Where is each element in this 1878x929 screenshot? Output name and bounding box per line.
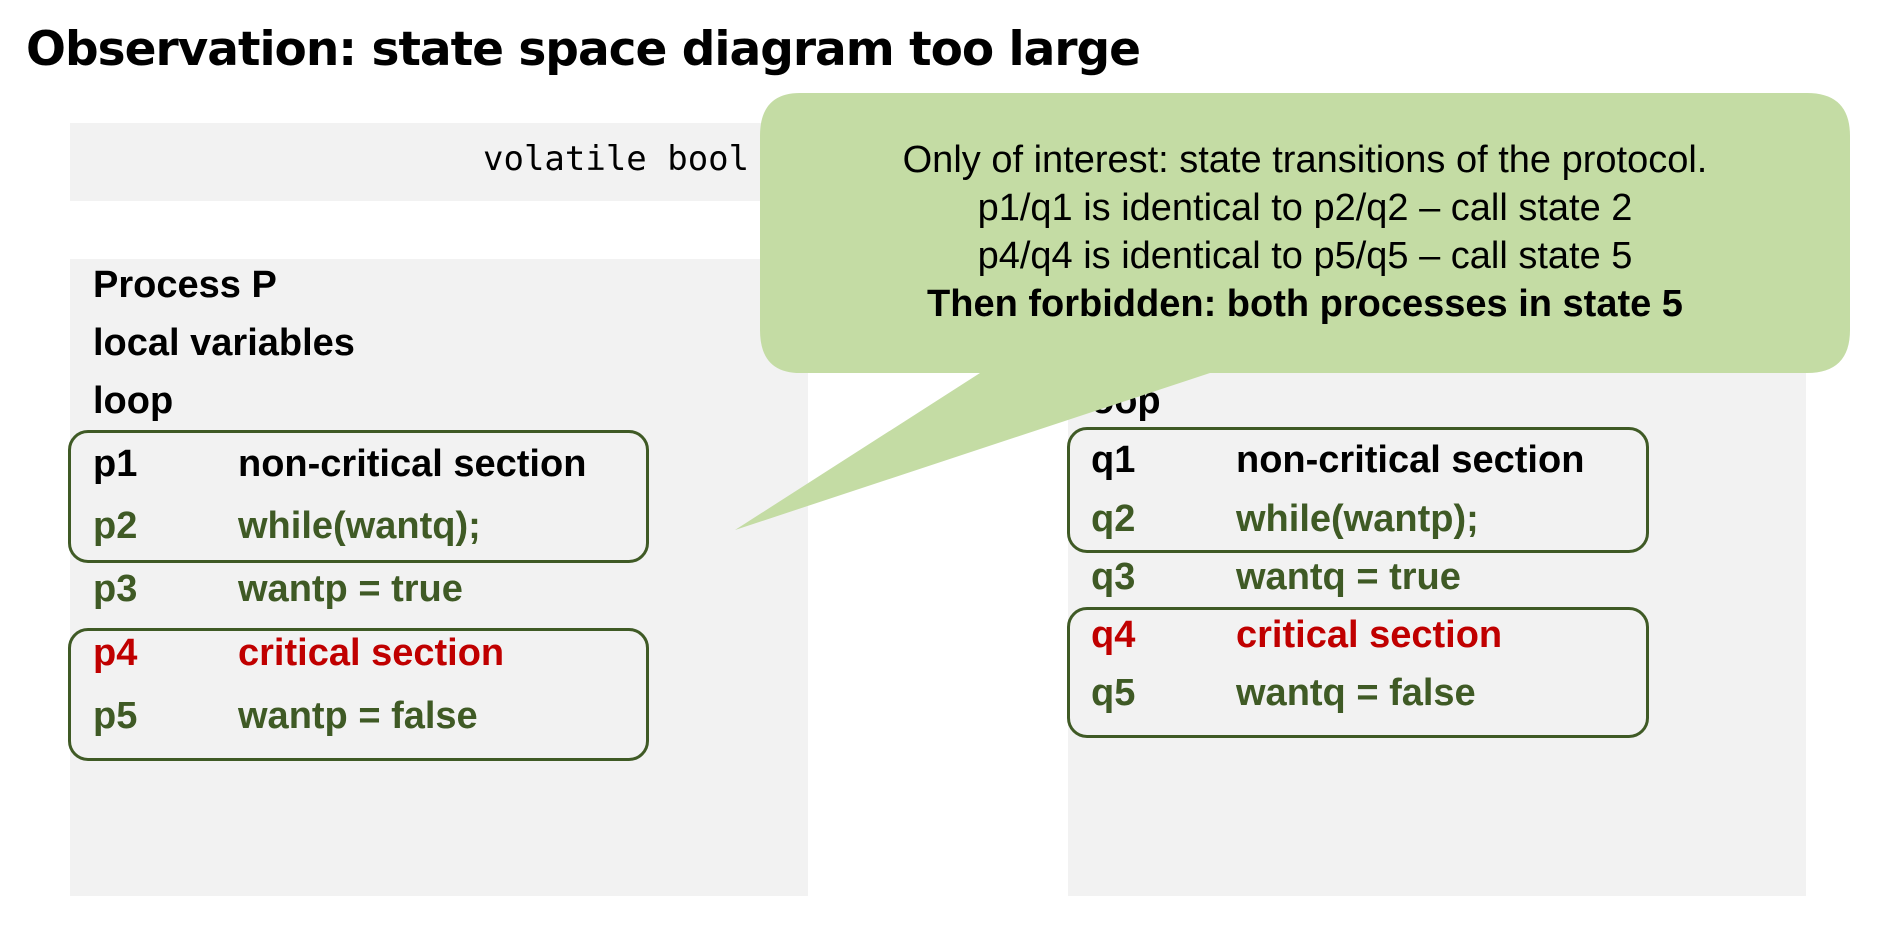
line-label: p4 [93, 632, 138, 674]
callout-line-2: p1/q1 is identical to p2/q2 – call state… [977, 187, 1633, 229]
state-2-group-box-q [1067, 427, 1649, 553]
line-label: p5 [93, 695, 138, 737]
declaration-text: volatile bool [483, 139, 750, 179]
line-label: q2 [1091, 498, 1136, 540]
line-code: wantp = false [238, 695, 478, 737]
line-code: wantp = true [238, 568, 463, 610]
state-2-group-box-p [68, 430, 649, 563]
callout-shape [735, 93, 1850, 530]
line-code: wantq = true [1236, 556, 1461, 598]
process-p-local-vars: local variables [93, 322, 355, 364]
callout-line-3: p4/q4 is identical to p5/q5 – call state… [977, 235, 1633, 277]
line-code: wantq = false [1236, 672, 1476, 714]
line-label: q3 [1091, 556, 1136, 598]
callout-text: Only of interest: state transitions of t… [760, 136, 1850, 328]
line-label: q4 [1091, 614, 1136, 656]
process-p-panel [70, 259, 808, 896]
line-code: critical section [1236, 614, 1503, 656]
callout-line-1: Only of interest: state transitions of t… [902, 139, 1708, 181]
callout-line-4: Then forbidden: both processes in state … [927, 283, 1683, 325]
process-p-header: Process P [93, 264, 277, 306]
line-code: non-critical section [238, 443, 587, 485]
line-label: q1 [1091, 439, 1136, 481]
line-code: non-critical section [1236, 439, 1585, 481]
line-label: q5 [1091, 672, 1136, 714]
line-code: critical section [238, 632, 505, 674]
slide-title: Observation: state space diagram too lar… [26, 22, 1141, 77]
state-5-group-box-p [68, 628, 649, 761]
line-label: p3 [93, 568, 138, 610]
line-code: while(wantq); [238, 505, 481, 547]
line-label: p2 [93, 505, 138, 547]
line-label: p1 [93, 443, 138, 485]
process-p-loop: loop [93, 380, 174, 422]
state-5-group-box-q [1067, 607, 1649, 738]
line-code: while(wantp); [1236, 498, 1479, 540]
